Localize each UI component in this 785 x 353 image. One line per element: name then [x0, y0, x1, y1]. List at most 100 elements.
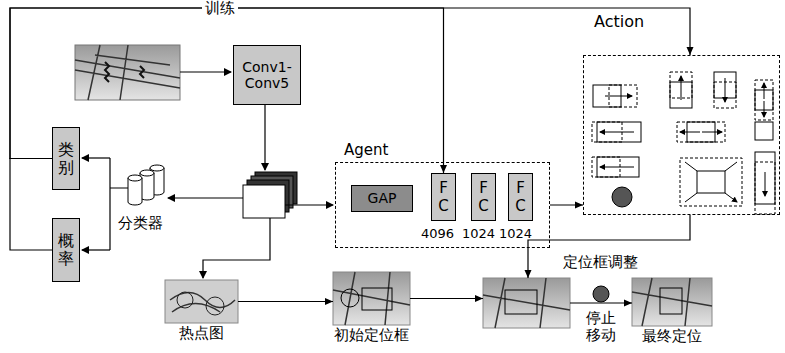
final-photo — [660, 288, 682, 314]
arrowhead — [575, 202, 583, 209]
layer-size: 1024 — [499, 227, 532, 242]
action-group: Action — [583, 55, 780, 215]
arrowhead — [440, 165, 447, 173]
action-icons — [755, 162, 775, 214]
connector — [10, 8, 694, 159]
box-label: F C — [476, 179, 491, 215]
layer-size: 1024 — [462, 227, 495, 242]
output-box: 概率 — [52, 218, 80, 282]
arrowhead — [624, 300, 632, 307]
node-heading: 热点图 — [179, 325, 224, 342]
heatmap-photo — [170, 293, 235, 313]
connector-line — [10, 8, 690, 159]
action-icons — [685, 162, 737, 202]
action-icons — [702, 132, 722, 133]
action-icons — [605, 96, 632, 97]
layer-size: 4096 — [421, 227, 454, 242]
connector — [410, 295, 483, 302]
box-label: 类别 — [58, 141, 74, 176]
box-label: Conv1- Conv5 — [234, 59, 300, 91]
heatmap-photo — [165, 280, 238, 323]
arrowhead — [687, 47, 694, 55]
node-heading: 最终定位 — [642, 328, 702, 345]
image-node: 热点图 — [165, 280, 238, 323]
feature-maps — [243, 172, 297, 218]
adjust-photo — [483, 278, 570, 328]
action-icons — [612, 187, 632, 207]
final-photo — [632, 278, 712, 326]
initial-box-photo — [341, 289, 359, 307]
heatmap-photo — [177, 292, 193, 308]
arrowhead — [525, 270, 532, 278]
fc-layer: F C — [431, 173, 456, 221]
layout-arrows — [264, 105, 265, 170]
action-icons — [680, 132, 700, 133]
heatmap-photo — [165, 280, 238, 323]
connector-line — [238, 301, 333, 302]
final-photo — [632, 278, 712, 326]
edge-label: 训练 — [202, 0, 238, 17]
output-box: 类别 — [52, 127, 80, 190]
connector-line — [410, 298, 483, 299]
stop-dot — [593, 286, 609, 302]
node-heading: Action — [594, 13, 644, 31]
layout-arrows — [180, 71, 231, 72]
image-node: 初始定位框 — [333, 272, 410, 325]
action-icons — [592, 72, 775, 214]
action-icons — [681, 76, 682, 100]
image-node: 最终定位 — [632, 278, 712, 326]
layout-arrows — [110, 158, 128, 250]
node-heading: Agent — [344, 142, 388, 159]
layout-arrows — [82, 157, 110, 158]
input-photo — [75, 45, 180, 100]
arrowhead — [475, 295, 483, 302]
edge-label: 停止 移动 — [580, 310, 622, 345]
box-label: F C — [436, 179, 451, 215]
heatmap-photo — [206, 297, 224, 315]
feature-maps — [243, 185, 285, 218]
arrowhead — [325, 298, 333, 305]
initial-box-photo — [333, 272, 410, 325]
connector — [550, 202, 583, 209]
box-label: F C — [513, 179, 528, 215]
action-icons — [597, 157, 639, 177]
adjust-photo — [483, 278, 570, 328]
classifier-cylinders — [128, 175, 142, 181]
stop-dot — [593, 286, 609, 302]
classifier-cylinders — [128, 178, 142, 205]
classifier-cylinders — [128, 165, 164, 205]
action-icons — [680, 158, 742, 206]
box-label: GAP — [368, 190, 397, 206]
action-icons — [765, 172, 766, 196]
action-icons — [764, 101, 765, 117]
action-icons — [755, 122, 773, 140]
input-photo — [75, 45, 180, 100]
initial-box-photo — [333, 272, 410, 325]
action-icons — [600, 132, 634, 133]
action-icons — [764, 83, 765, 99]
image-node: 定位框调整 — [483, 278, 570, 328]
adjust-photo — [483, 278, 570, 328]
action-icons — [755, 80, 773, 120]
layout-arrows — [203, 218, 270, 278]
fc-layer: F C — [508, 173, 533, 221]
connector-line — [570, 302, 632, 303]
node-heading: 定位框调整 — [563, 254, 638, 271]
input-photo — [140, 66, 144, 78]
initial-box-photo — [333, 272, 410, 325]
classifier-label: 分类器 — [118, 215, 163, 232]
classifier-cylinders — [140, 170, 154, 176]
layout-arrows — [168, 197, 243, 198]
action-icons — [677, 122, 725, 142]
layout-arrows — [285, 204, 333, 205]
layout-arrows — [82, 249, 110, 250]
final-photo — [632, 278, 712, 326]
input-photo — [105, 62, 109, 82]
adjust-photo — [505, 290, 537, 314]
connector — [238, 298, 333, 305]
classifier-cylinders — [150, 165, 164, 171]
initial-box-photo — [362, 288, 392, 310]
layout-arrows — [10, 158, 52, 250]
process-box: Conv1- Conv5 — [233, 45, 301, 105]
